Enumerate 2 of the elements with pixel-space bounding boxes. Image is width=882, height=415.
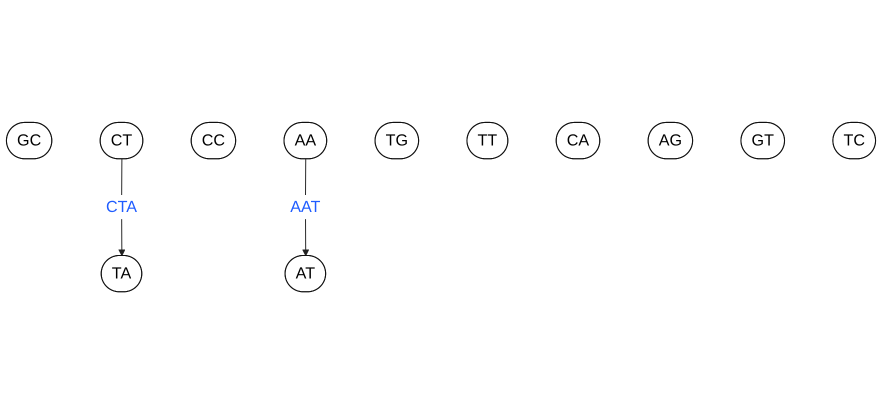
edge-label: CTA [106, 198, 138, 216]
edge-label: AAT [290, 198, 320, 216]
